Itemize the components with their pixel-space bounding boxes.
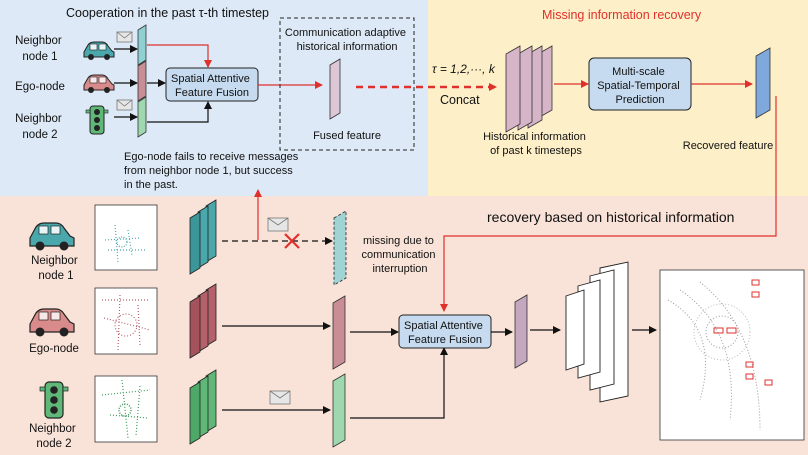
envelope-icon <box>269 390 291 405</box>
feature-bar-ego <box>137 60 147 102</box>
tau-label: τ = 1,2,···, k <box>432 62 496 76</box>
fused-feature-bar <box>329 58 341 120</box>
fused-feature-bar-bottom <box>514 294 528 369</box>
car-icon <box>29 308 75 337</box>
neighbor2-feature-bar <box>332 373 346 448</box>
prediction-box-label: Multi-scale Spatial-Temporal Prediction <box>597 66 683 106</box>
point-cloud-ego <box>94 287 158 355</box>
recovery-connector <box>440 96 777 312</box>
encoder-teal <box>189 199 217 275</box>
car-icon <box>83 41 115 60</box>
communication-box <box>279 17 415 151</box>
traffic-light-icon <box>85 105 109 135</box>
top-neighbor1-label: Neighbor node 1 <box>15 35 65 63</box>
arrow-green-to-fusion <box>147 101 212 123</box>
encoder-green <box>189 369 217 445</box>
envelope-icon <box>116 99 133 111</box>
fusion-box-top-label: Spatial Attentive Feature Fusion <box>171 73 253 99</box>
envelope-icon <box>267 217 289 232</box>
point-cloud-neighbor1 <box>94 204 158 271</box>
historical-bar-1 <box>505 45 521 133</box>
cross-icon <box>284 233 300 249</box>
ego-feature-bar <box>332 295 346 370</box>
car-icon <box>83 74 115 93</box>
communication-box-label: Communication adaptive historical inform… <box>285 27 409 53</box>
arrow-n2-to-fusion-bottom <box>350 347 448 419</box>
traffic-light-icon <box>39 381 69 419</box>
bottom-neighbor1-label: Neighbor node 1 <box>31 255 81 282</box>
detection-output <box>659 269 805 441</box>
envelope-icon <box>116 31 133 43</box>
bottom-ego-label: Ego-node <box>29 343 79 355</box>
recovery-title: recovery based on historical information <box>487 209 734 225</box>
point-cloud-neighbor2 <box>94 375 158 443</box>
feature-bar-teal <box>137 24 147 66</box>
ego-note: Ego-node fails to receive messages from … <box>124 151 301 191</box>
top-right-title: Missing information recovery <box>542 8 702 22</box>
decoder-stack <box>565 261 629 403</box>
historical-info-label: Historical information of past k timeste… <box>483 131 589 157</box>
recovered-feature-label: Recovered feature <box>683 140 774 152</box>
top-left-title: Cooperation in the past τ-th timestep <box>66 6 269 20</box>
top-ego-label: Ego-node <box>15 81 65 93</box>
arrow-red-to-fusion <box>147 44 212 68</box>
bottom-neighbor2-label: Neighbor node 2 <box>29 423 79 450</box>
recovered-feature-bar <box>755 47 771 119</box>
car-icon <box>29 222 75 251</box>
concat-label: Concat <box>440 93 480 107</box>
fusion-box-bottom-label: Spatial Attentive Feature Fusion <box>404 320 486 346</box>
encoder-ego <box>189 283 217 359</box>
fused-feature-label: Fused feature <box>313 130 381 142</box>
missing-label: missing due to communication interruptio… <box>361 235 438 275</box>
missing-feature-bar <box>333 210 347 286</box>
feature-bar-green <box>137 96 147 138</box>
top-neighbor2-label: Neighbor node 2 <box>15 113 65 141</box>
